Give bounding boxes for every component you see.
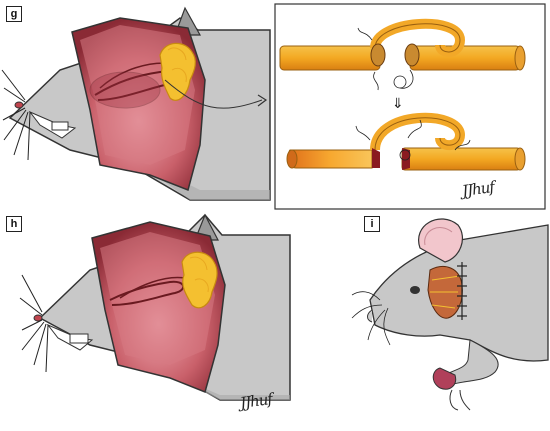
- panel-h-illustration: [19, 213, 291, 401]
- whiskers-i: [351, 291, 391, 346]
- rat-paw-i: [432, 367, 457, 390]
- rat-ear-i: [418, 218, 463, 263]
- whiskers-g: [1, 69, 31, 161]
- rat-nose-g: [14, 101, 24, 109]
- suture-line-i: [457, 262, 467, 320]
- sutures-top: [357, 27, 414, 91]
- rat-leg-i: [439, 339, 499, 386]
- callout-line-g: [164, 79, 263, 109]
- rat-eye-i: [410, 286, 420, 294]
- panel-label-h: h: [6, 216, 22, 232]
- panel-label-i: i: [364, 216, 380, 232]
- vessel-tube-top-left: [279, 45, 381, 71]
- inset-down-arrow: ⇓: [392, 96, 404, 112]
- vessel-tube-bottom-left: [288, 149, 373, 169]
- panel-g-illustration: [1, 6, 271, 201]
- panel-i-illustration: [351, 218, 549, 411]
- sutures-bottom: [355, 119, 471, 161]
- panel-label-g: g: [6, 6, 22, 22]
- inset-box: ⇓: [274, 3, 546, 210]
- rat-nose-h: [33, 314, 43, 322]
- vessel-tube-bottom-right: [401, 147, 521, 171]
- anastomosis-end-b: [404, 43, 420, 67]
- whiskers-h: [19, 274, 49, 373]
- vessel-tube-top-right: [409, 45, 521, 71]
- fat-pad-g: [159, 42, 196, 101]
- anastomosis-end-a: [370, 43, 386, 67]
- fat-pad-h: [181, 251, 218, 309]
